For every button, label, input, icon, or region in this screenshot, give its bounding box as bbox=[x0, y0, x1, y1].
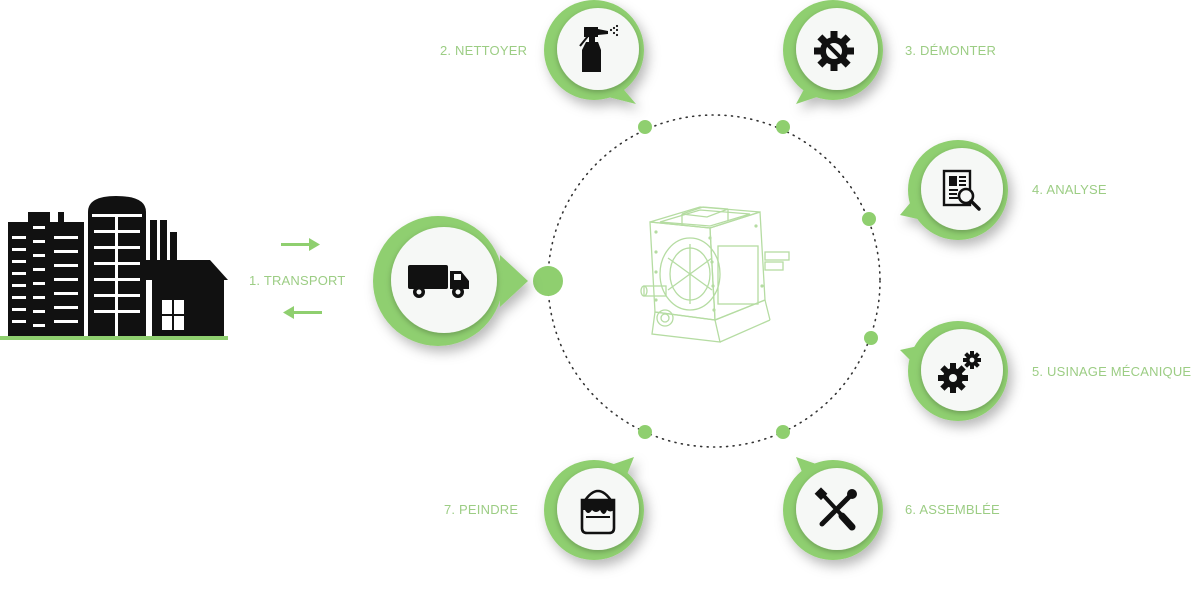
step-label-peindre: 7. PEINDRE bbox=[444, 502, 519, 517]
process-cycle-ring bbox=[547, 114, 881, 448]
ring-node bbox=[776, 120, 790, 134]
step-label-demonter: 3. DÉMONTER bbox=[905, 43, 997, 58]
gear-wrench-icon bbox=[814, 31, 854, 71]
truck-icon bbox=[408, 265, 469, 298]
step-label-assemblee: 6. ASSEMBLÉE bbox=[905, 502, 1000, 517]
ring-nodes bbox=[533, 120, 878, 439]
step-usinage[interactable] bbox=[900, 321, 1008, 421]
factory-icon bbox=[0, 196, 228, 340]
step-nettoyer[interactable] bbox=[544, 0, 644, 104]
ground-line bbox=[0, 336, 228, 340]
step-peindre[interactable] bbox=[544, 457, 644, 560]
ring-node bbox=[862, 212, 876, 226]
step-demonter[interactable] bbox=[783, 0, 883, 104]
ring-node bbox=[864, 331, 878, 345]
paint-bucket-icon bbox=[580, 489, 616, 535]
step-label-analyse: 4. ANALYSE bbox=[1032, 182, 1107, 197]
transport-arrows bbox=[281, 238, 322, 319]
step-analyse[interactable] bbox=[900, 140, 1008, 240]
rotary-valve-drawing bbox=[640, 206, 790, 343]
step-label-usinage: 5. USINAGE MÉCANIQUE bbox=[1032, 364, 1192, 379]
step-label-transport: 1. TRANSPORT bbox=[249, 273, 346, 288]
ring-node bbox=[776, 425, 790, 439]
ring-node-transport bbox=[533, 266, 563, 296]
spray-bottle-icon bbox=[579, 24, 619, 72]
ring-node bbox=[638, 120, 652, 134]
arrow-left-icon bbox=[283, 306, 322, 319]
step-label-nettoyer: 2. NETTOYER bbox=[440, 43, 528, 58]
tools-icon bbox=[814, 487, 857, 531]
arrow-right-icon bbox=[281, 238, 320, 251]
step-assemblee[interactable] bbox=[783, 457, 883, 560]
document-search-icon bbox=[942, 169, 981, 211]
ring-node bbox=[638, 425, 652, 439]
step-transport[interactable] bbox=[373, 216, 528, 346]
